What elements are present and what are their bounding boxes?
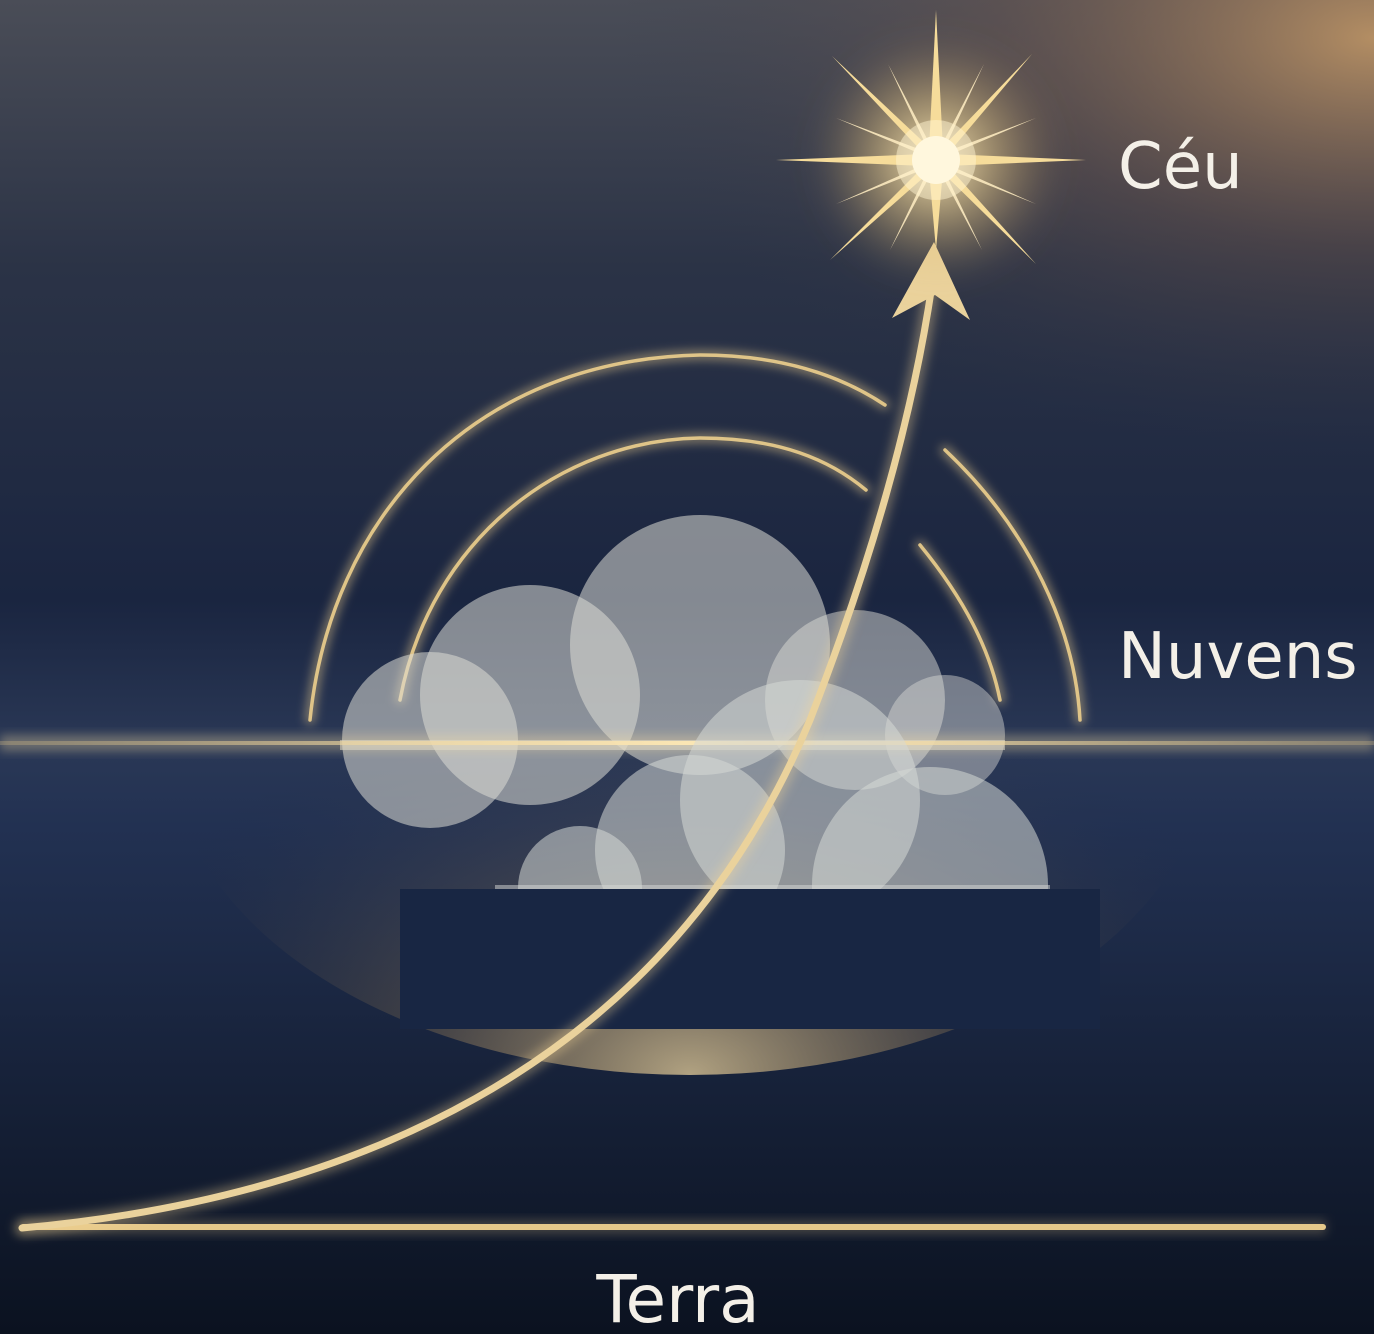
halo-arcs <box>305 350 1085 725</box>
horizon-line <box>0 735 1374 751</box>
ground-line <box>20 1220 1326 1234</box>
label-clouds: Nuvens <box>1118 620 1358 694</box>
star-icon <box>776 10 1086 280</box>
label-earth: Terra <box>595 1261 759 1334</box>
rising-arrow <box>14 242 970 1236</box>
arrowhead-icon <box>892 242 970 320</box>
cloud-base-mask <box>400 889 1100 1029</box>
label-sky: Céu <box>1118 130 1243 204</box>
